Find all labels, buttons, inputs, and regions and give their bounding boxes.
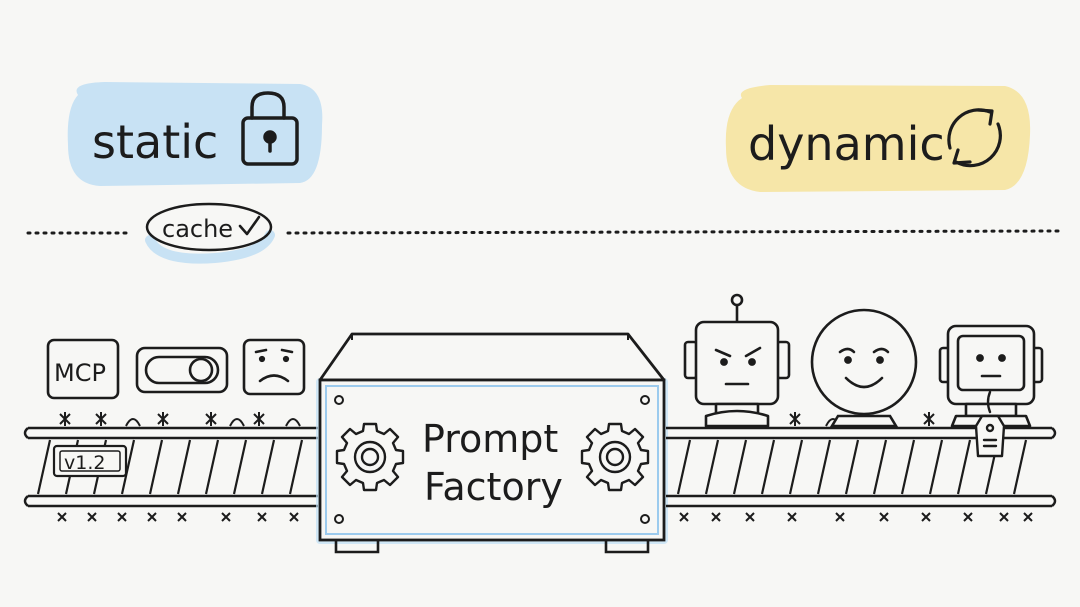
padlock-icon — [241, 91, 299, 166]
conveyor-right-stars — [789, 412, 935, 426]
cache-label: cache — [162, 215, 233, 243]
conveyor-left-stars — [59, 412, 265, 426]
cache-badge-outline — [145, 202, 273, 252]
dynamic-group: dynamic — [725, 85, 1031, 192]
conveyor-left-bottom-x — [57, 512, 299, 522]
conveyor-left-bumps — [125, 418, 301, 427]
static-group: static — [67, 82, 323, 186]
factory-rivets — [334, 395, 650, 524]
cache-highlight — [145, 230, 275, 264]
mcp-box-icon: MCP — [46, 338, 120, 400]
cycle-arrows-icon — [947, 108, 1002, 168]
sad-face-icon — [242, 338, 306, 396]
gear-icon-right — [580, 422, 650, 492]
tag-icon — [974, 390, 1006, 458]
mcp-label: MCP — [54, 359, 106, 387]
dynamic-label: dynamic — [748, 117, 945, 171]
dotted-divider-right — [286, 229, 1060, 235]
cache-group: cache — [26, 202, 1060, 264]
checkmark-icon — [238, 215, 261, 236]
monitor-robot-icon — [938, 324, 1044, 428]
version-label: v1.2 — [64, 452, 105, 474]
factory-feet — [334, 540, 650, 554]
factory-top — [318, 332, 666, 382]
smiley-face-icon — [810, 308, 918, 428]
static-label: static — [92, 115, 218, 169]
dynamic-highlight — [725, 85, 1031, 192]
conveyor-right-bottom-x — [679, 512, 1033, 522]
factory-title-line2: Factory — [424, 465, 563, 509]
version-tag: v1.2 — [52, 444, 128, 478]
toggle-switch-icon — [135, 346, 229, 394]
factory-title-line1: Prompt — [422, 417, 558, 461]
robot-head-icon — [683, 293, 791, 428]
gear-icon-left — [335, 422, 405, 492]
static-highlight — [67, 82, 323, 186]
